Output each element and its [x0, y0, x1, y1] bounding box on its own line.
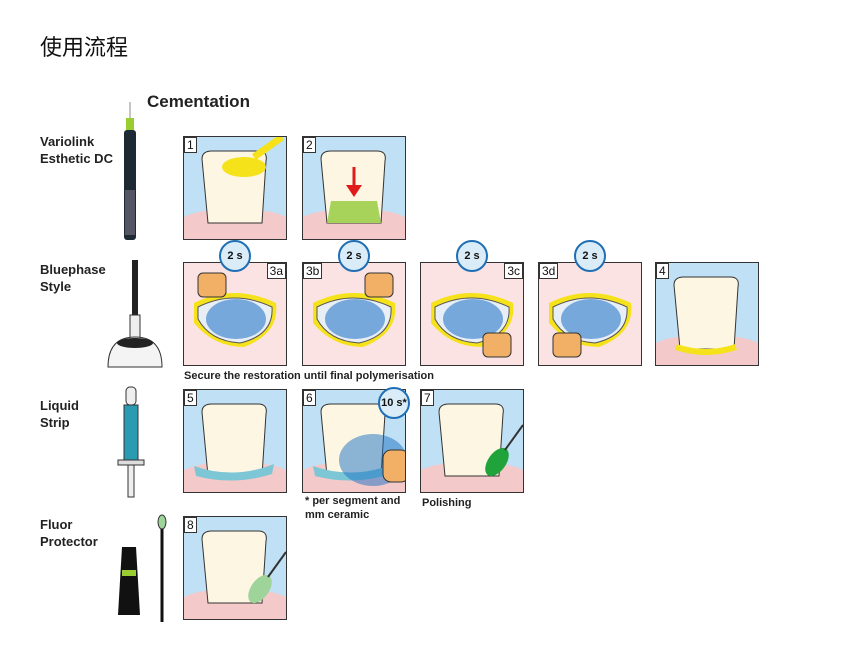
tooth-illustration — [184, 403, 286, 492]
step-panel-2: 2 — [302, 136, 406, 240]
page-title: 使用流程 — [40, 36, 129, 61]
tooth-illustration — [184, 530, 286, 619]
timer-icon: 10 s* — [378, 387, 410, 419]
syringe-icon — [124, 102, 136, 240]
step-panel-3d: 3d — [538, 262, 642, 366]
tooth-illustration — [656, 276, 758, 365]
timer-icon: 2 s — [574, 240, 606, 272]
timer-icon: 2 s — [456, 240, 488, 272]
step-panel-3a: 3a — [183, 262, 287, 366]
step-number: 7 — [421, 390, 434, 406]
tooth-illustration — [421, 403, 523, 492]
step-panel-3c: 3c — [420, 262, 524, 366]
caption-per-segment: * per segment and mm ceramic — [305, 495, 401, 521]
tooth-illustration — [194, 272, 277, 347]
step-number: 3a — [266, 263, 286, 279]
tooth-illustration — [303, 403, 405, 492]
product-bluephase: Bluephase Style — [40, 262, 106, 294]
step-panel-3b: 3b — [302, 262, 406, 366]
step-panel-7: 7 — [420, 389, 524, 493]
section-title: Cementation — [147, 92, 250, 111]
timer-icon: 2 s — [219, 240, 251, 272]
step-number: 5 — [184, 390, 197, 406]
product-liquid-strip: Liquid Strip — [40, 398, 79, 430]
step-number: 8 — [184, 517, 197, 533]
step-number: 3c — [504, 263, 523, 279]
caption-secure: Secure the restoration until final polym… — [184, 370, 434, 382]
tooth-illustration — [184, 137, 286, 239]
curing-light-icon — [107, 260, 163, 368]
step-number: 6 — [303, 390, 316, 406]
step-panel-4: 4 — [655, 262, 759, 366]
step-number: 3d — [539, 263, 559, 279]
tooth-illustration — [303, 150, 405, 239]
tooth-illustration — [431, 293, 514, 358]
product-variolink: Variolink Esthetic DC — [40, 134, 113, 166]
step-panel-8: 8 — [183, 516, 287, 620]
step-number: 4 — [656, 263, 669, 279]
timer-icon: 2 s — [338, 240, 370, 272]
step-panel-5: 5 — [183, 389, 287, 493]
fluor-protector-icon — [118, 514, 167, 622]
product-fluor-protector: Fluor Protector — [40, 517, 98, 549]
step-number: 2 — [303, 137, 316, 153]
step-panel-1: 1 — [183, 136, 287, 240]
liquid-strip-syringe-icon — [117, 386, 145, 498]
tooth-illustration — [313, 272, 396, 347]
caption-polishing: Polishing — [422, 497, 472, 509]
step-number: 3b — [303, 263, 323, 279]
step-number: 1 — [184, 137, 197, 153]
tooth-illustration — [549, 293, 632, 358]
